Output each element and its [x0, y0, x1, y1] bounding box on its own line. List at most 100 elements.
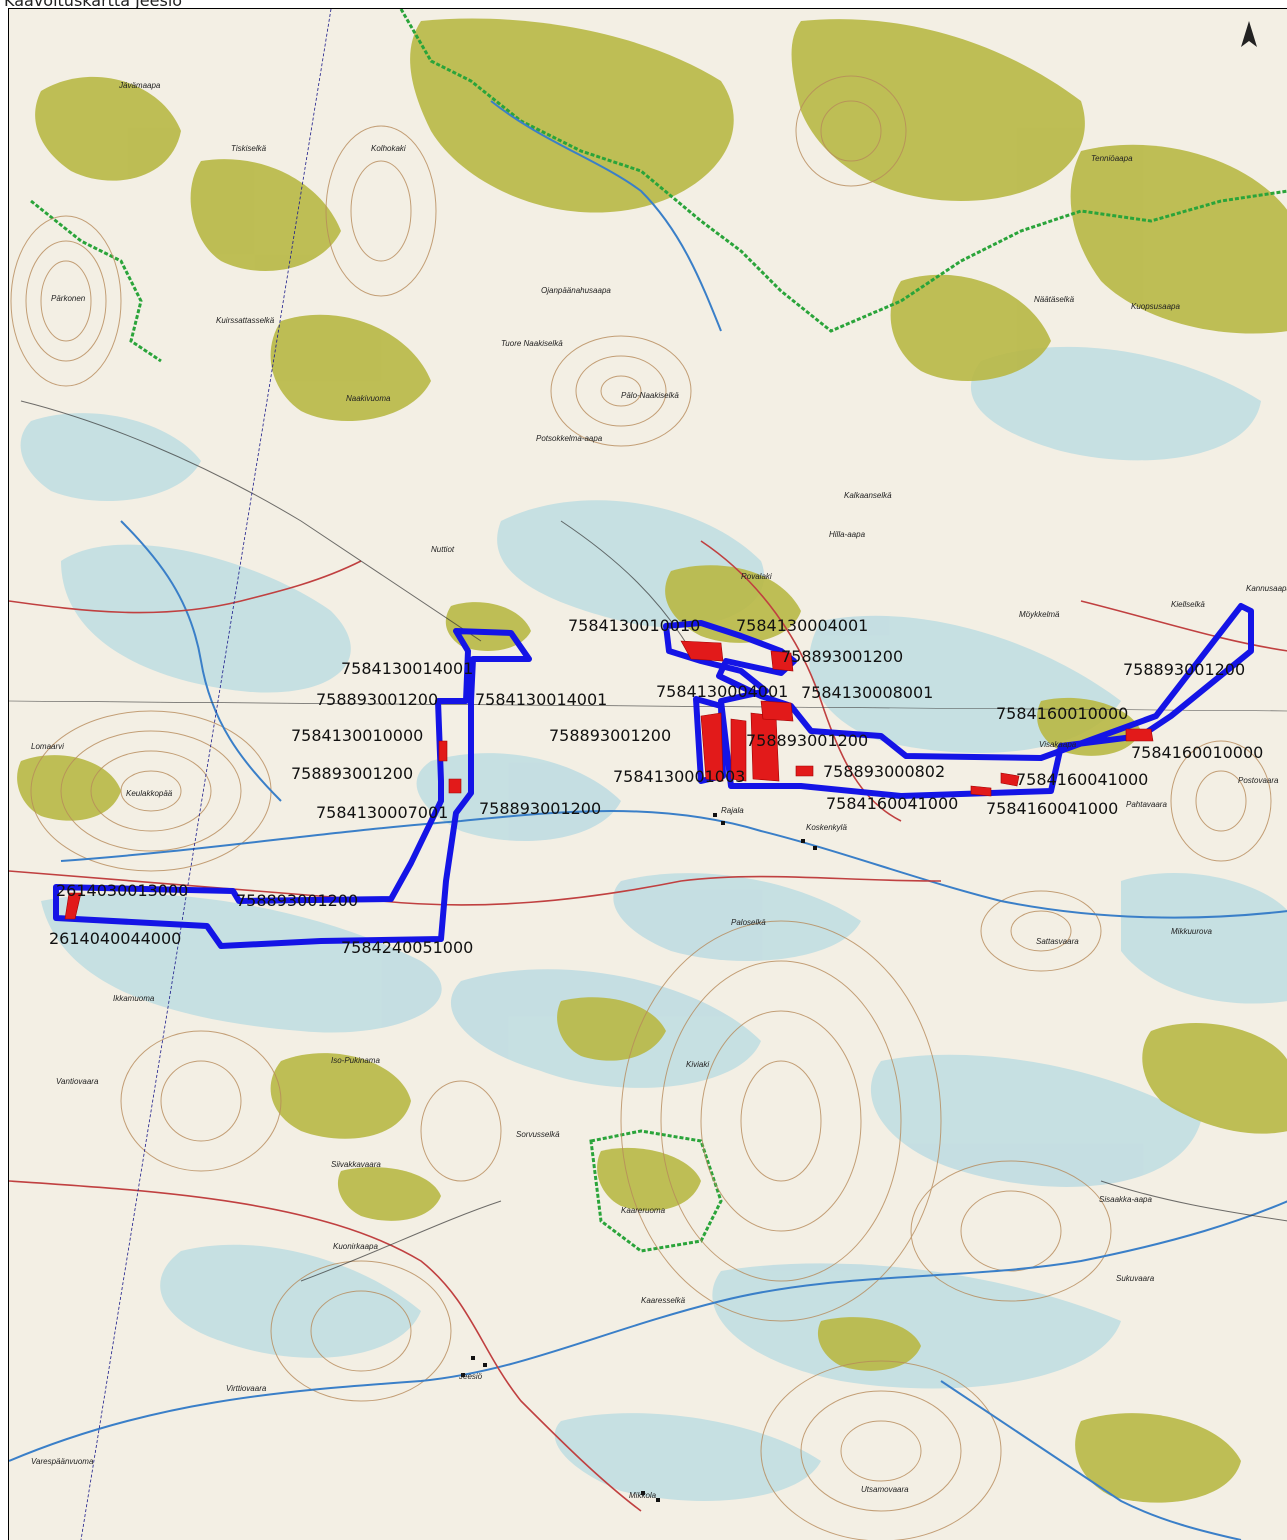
building — [471, 1356, 475, 1360]
parcel — [680, 640, 724, 662]
bog-area — [970, 346, 1261, 461]
north-arrow-icon — [1241, 21, 1257, 47]
place-name-label: Möykkelmä — [1019, 610, 1060, 619]
forest-area — [791, 19, 1085, 201]
forest-area — [1142, 1023, 1287, 1134]
place-name-label: Kannusaapa — [1246, 584, 1287, 593]
place-name-label: Kalkaanselkä — [844, 491, 892, 500]
forest-area — [35, 76, 181, 181]
place-name-label: Naakivuoma — [346, 394, 391, 403]
bog-area — [160, 1244, 421, 1358]
contour-line — [600, 375, 642, 407]
place-name-label: Rajala — [721, 806, 744, 815]
bog-area — [41, 893, 442, 1033]
parcel-id-label: 7584160010000 — [996, 704, 1128, 723]
parcel-id-label: 7584160041000 — [986, 799, 1118, 818]
place-name-label: Tuore Naakiselkä — [501, 339, 563, 348]
parcel — [448, 778, 462, 794]
parcel — [64, 892, 82, 920]
parcel-id-label: 758893000802 — [823, 762, 945, 781]
tracks — [20, 400, 1287, 1282]
contour-line — [350, 160, 412, 262]
forest-area — [1075, 1413, 1241, 1503]
contour-line — [420, 1080, 502, 1182]
contour-line — [1010, 910, 1072, 952]
parcel-id-label: 7584160041000 — [1016, 770, 1148, 789]
place-name-label: Varespäänvuoma — [31, 1457, 94, 1466]
contour-line — [910, 1160, 1112, 1302]
river — [60, 810, 1287, 919]
place-name-label: Hilla-aapa — [829, 530, 866, 539]
map-caption: Kaavoituskartta Jeesiö — [4, 0, 183, 10]
parcel-id-label: 758893001200 — [781, 647, 903, 666]
place-name-label: Pärkonen — [51, 294, 86, 303]
place-name-label: Visakaapa — [1039, 740, 1077, 749]
rivers — [9, 100, 1287, 1540]
buildings — [461, 813, 817, 1502]
parcel-id-label: 758893001200 — [1123, 660, 1245, 679]
place-name-label: Virttiovaara — [226, 1384, 267, 1393]
place-name-label: Kuopsusaapa — [1131, 302, 1180, 311]
road — [1080, 600, 1287, 652]
parcel — [438, 740, 448, 762]
parcel-id-label: 758893001200 — [316, 690, 438, 709]
parcel — [795, 765, 814, 777]
nature-reserve-boundary — [589, 1129, 723, 1253]
parcel-id-label: 7584240051000 — [341, 938, 473, 957]
parcel-id-label: 7584130010000 — [291, 726, 423, 745]
contour-line — [550, 335, 692, 447]
track — [560, 520, 692, 652]
contour-line — [10, 215, 122, 387]
forest-area — [270, 314, 431, 421]
building — [483, 1363, 487, 1367]
place-name-label: Pälo-Naakiselkä — [621, 391, 679, 400]
place-name-label: Paloselkä — [731, 918, 766, 927]
contour-line — [980, 890, 1102, 972]
place-name-label: Nuttiot — [431, 545, 455, 554]
nature-reserve-boundary — [30, 199, 162, 363]
place-name-label: Sattasvaara — [1036, 937, 1079, 946]
place-name-label: Näätäselkä — [1034, 295, 1075, 304]
building — [801, 839, 805, 843]
place-name-label: Vantiovaara — [56, 1077, 99, 1086]
grid-line — [80, 9, 332, 1540]
place-name-label: Mikkuurova — [1171, 927, 1212, 936]
parcel-id-label: 7584160010000 — [1131, 743, 1263, 762]
planning-area-outline — [53, 628, 532, 949]
bog-areas — [20, 346, 1287, 1501]
road — [9, 560, 362, 614]
parcel — [700, 712, 724, 782]
place-name-label: Kiviaki — [686, 1060, 709, 1069]
contour-line — [575, 355, 667, 427]
parcel-id-label: 7584130004001 — [656, 682, 788, 701]
place-name-label: Siivakkavaara — [331, 1160, 381, 1169]
contour-line — [1195, 770, 1247, 832]
bog-area — [61, 544, 351, 693]
forest-area — [410, 18, 734, 213]
place-name-label: Utsamovaara — [861, 1485, 909, 1494]
building — [641, 1491, 645, 1495]
parcel-id-label: 7584160041000 — [826, 794, 958, 813]
forest-area — [557, 997, 666, 1061]
parcel-id-label: 758893001200 — [479, 799, 601, 818]
contour-line — [820, 100, 882, 162]
place-name-label: Koskenkylä — [806, 823, 847, 832]
contour-line — [40, 260, 92, 342]
track — [300, 1200, 502, 1282]
place-name-label: Tiskiselkä — [231, 144, 267, 153]
place-name-label: Sorvusselkä — [516, 1130, 560, 1139]
place-name-label: Keulakkopää — [126, 789, 173, 798]
place-name-label: Jeesiö — [458, 1372, 483, 1381]
parcel-id-label: 7584130008001 — [801, 683, 933, 702]
forest-area — [445, 602, 531, 651]
contour-line — [700, 1010, 862, 1232]
topographic-map[interactable]: JävämaapaTiskiselkäKolhokakiTenniöaapaPä… — [9, 9, 1287, 1540]
place-name-label: Sisaakka-aapa — [1099, 1195, 1152, 1204]
forest-area — [890, 274, 1051, 381]
parcel-id-label: 7584130014001 — [475, 690, 607, 709]
forest-area — [337, 1167, 441, 1221]
place-name-label: Sukuvaara — [1116, 1274, 1155, 1283]
contour-line — [620, 920, 942, 1322]
place-name-label: Iso-Pukinama — [331, 1056, 380, 1065]
